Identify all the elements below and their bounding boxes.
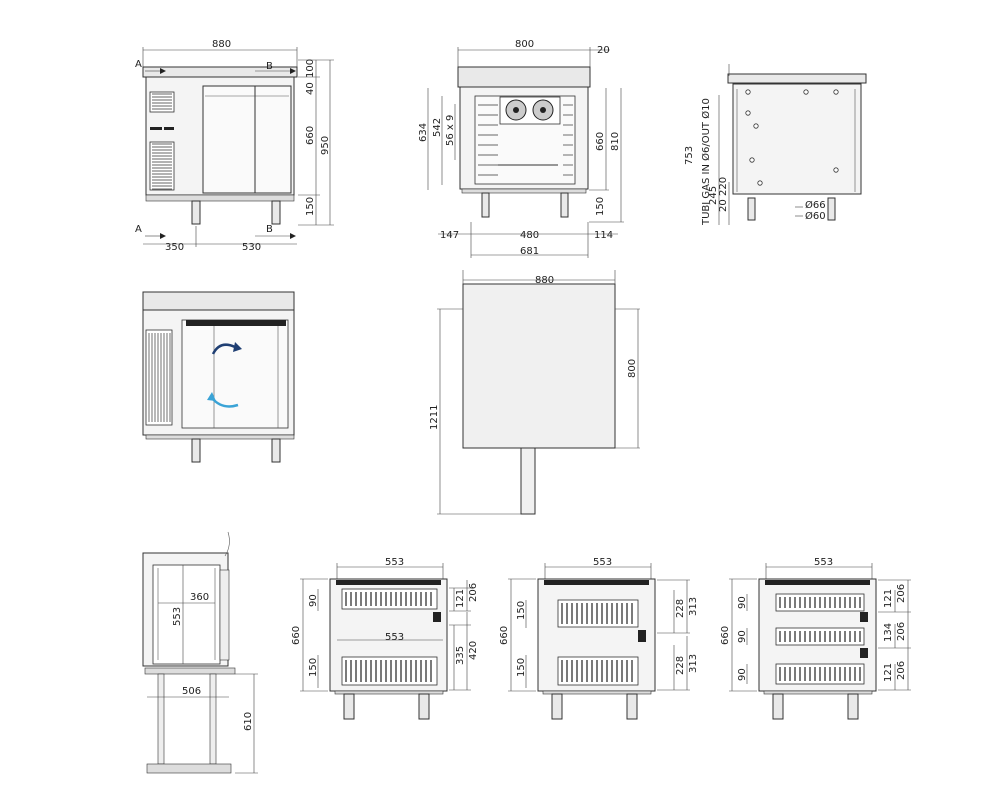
side-view: 800 20 634 542 56 x 9 660 810 150	[418, 39, 624, 258]
section-w360: 360	[190, 592, 209, 603]
drawers2-total: 660	[499, 626, 510, 645]
section-a-top: A	[135, 59, 142, 70]
back-h245: 245	[708, 186, 719, 205]
front-left-dim: 350	[165, 242, 184, 253]
drawers-view-2: 553 660 150 150 228 313 228 313	[499, 557, 699, 720]
front-door	[202, 85, 292, 194]
back-h20: 20	[718, 199, 729, 212]
drawers3-d206c: 206	[896, 661, 907, 680]
open-door-view	[142, 291, 295, 463]
drawers1-d150: 150	[308, 658, 319, 677]
drawers1-total: 660	[291, 626, 302, 645]
drawers1-d335: 335	[455, 646, 466, 665]
front-width-label: 880	[212, 39, 231, 50]
drawers2-d150b: 150	[516, 658, 527, 677]
drawers2-d150a: 150	[516, 601, 527, 620]
top-length-label: 1211	[429, 405, 440, 430]
side-h3: 56 x 9	[445, 115, 456, 146]
front-legs-dim: 150	[305, 197, 316, 216]
drawers3-total: 660	[720, 626, 731, 645]
side-h4: 660	[595, 132, 606, 151]
side-h2: 542	[432, 118, 443, 137]
side-b1: 147	[440, 230, 459, 241]
back-d60: Ø60	[805, 210, 826, 222]
section-view: 360 553 506 610	[142, 531, 258, 774]
back-h220: 220	[718, 177, 729, 196]
back-h753: 753	[684, 146, 695, 165]
drawers2-d313b: 313	[688, 654, 699, 673]
section-h610: 610	[243, 712, 254, 731]
side-b3: 114	[594, 230, 613, 241]
drawers1-d90: 90	[308, 594, 319, 607]
drawers3-d134: 134	[883, 623, 894, 642]
section-a-bottom: A	[135, 224, 142, 235]
drawers1-mid: 553	[385, 632, 404, 643]
front-top-dim: 100	[305, 59, 316, 78]
front-total-dim: 950	[320, 136, 331, 155]
drawers3-d90c: 90	[737, 668, 748, 681]
side-h6: 150	[595, 197, 606, 216]
side-h1: 634	[418, 123, 429, 142]
side-h5: 810	[610, 132, 621, 151]
drawers3-d206a: 206	[896, 584, 907, 603]
side-overhang-label: 20	[597, 45, 610, 56]
drawers3-d90a: 90	[737, 596, 748, 609]
drawers2-d228a: 228	[675, 599, 686, 618]
front-body-dim: 660	[305, 126, 316, 145]
drawers1-d206: 206	[468, 583, 479, 602]
section-h553: 553	[172, 607, 183, 626]
drawers2-width: 553	[593, 557, 612, 568]
drawers2-d313a: 313	[688, 597, 699, 616]
side-b4: 681	[520, 246, 539, 257]
section-b-bottom: B	[266, 224, 273, 235]
back-d66: Ø66	[805, 199, 826, 211]
drawers-view-1: 553 553 660 90 150 121 206 335 420	[291, 557, 479, 720]
section-b-top: B	[266, 61, 273, 72]
back-view: TUBI GAS IN Ø6/OUT Ø10 753 245 220 20 Ø6…	[684, 64, 867, 226]
drawers3-d90b: 90	[737, 630, 748, 643]
drawers1-d121: 121	[455, 589, 466, 608]
section-w506: 506	[182, 686, 201, 697]
top-view: 880 800 1211	[429, 270, 640, 515]
top-width-label: 880	[535, 275, 554, 286]
fan-icon	[499, 96, 561, 125]
drawers2-d228b: 228	[675, 656, 686, 675]
front-right-dim: 530	[242, 242, 261, 253]
top-depth-label: 800	[627, 359, 638, 378]
drawers3-d121a: 121	[883, 589, 894, 608]
drawers-view-3: 553 660 90 90 90 121 206 134 206	[720, 557, 911, 720]
drawers1-d420: 420	[468, 641, 479, 660]
drawers3-width: 553	[814, 557, 833, 568]
drawers3-d206b: 206	[896, 622, 907, 641]
front-top2-dim: 40	[305, 82, 316, 95]
drawers3-d121b: 121	[883, 663, 894, 682]
airflow-arrow-out	[211, 343, 236, 355]
back-pipe-label: TUBI GAS IN Ø6/OUT Ø10	[700, 98, 712, 226]
side-depth-label: 800	[515, 39, 534, 50]
side-b2: 480	[520, 230, 539, 241]
front-view: 880 A B A B 350 530	[135, 39, 334, 253]
drawers1-width: 553	[385, 557, 404, 568]
